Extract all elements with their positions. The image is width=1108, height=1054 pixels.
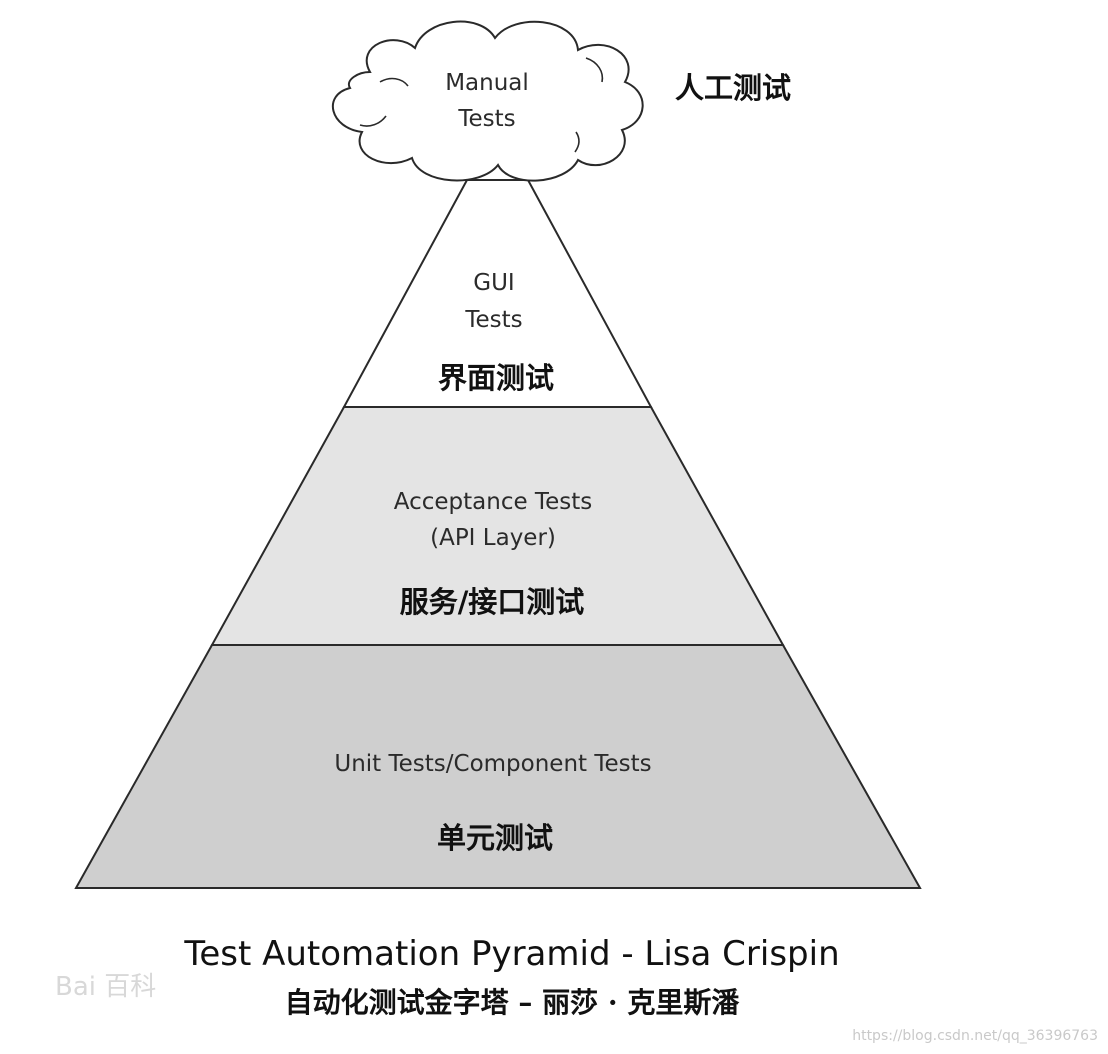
- gui-tests-label-cn: 界面测试: [438, 361, 554, 395]
- unit-tests-label-cn: 单元测试: [437, 821, 553, 855]
- gui-tests-layer: [342, 179, 653, 408]
- unit-tests-label-line1: Unit Tests/Component Tests: [334, 751, 651, 777]
- acceptance-tests-label-line1: Acceptance Tests: [394, 489, 592, 515]
- csdn-watermark: https://blog.csdn.net/qq_36396763: [852, 1028, 1098, 1044]
- caption-title-cn: 自动化测试金字塔 – 丽莎 · 克里斯潘: [285, 986, 741, 1019]
- gui-tests-label-line1: GUI: [473, 270, 514, 296]
- gui-tests-label-line2: Tests: [464, 307, 522, 333]
- baidu-watermark: Bai 百科: [55, 972, 156, 1002]
- acceptance-tests-label-cn: 服务/接口测试: [400, 585, 585, 619]
- manual-tests-label-line2: Tests: [457, 106, 515, 132]
- manual-tests-cloud: [331, 20, 644, 182]
- acceptance-tests-label-line2: (API Layer): [430, 525, 556, 551]
- manual-tests-label-line1: Manual: [445, 70, 529, 96]
- manual-tests-label-cn: 人工测试: [675, 71, 791, 105]
- caption-title-en: Test Automation Pyramid - Lisa Crispin: [183, 934, 839, 974]
